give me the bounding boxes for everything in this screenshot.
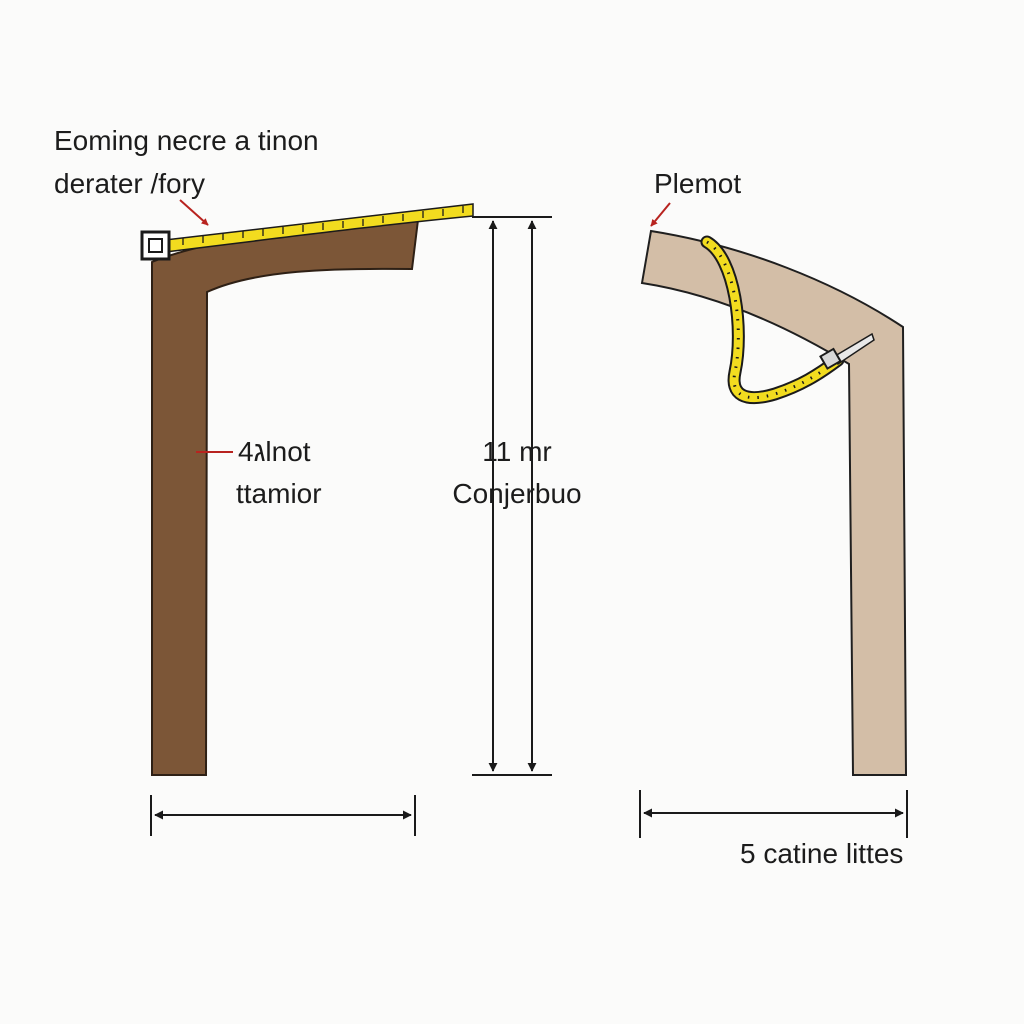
right-bent-piece [640,229,908,776]
horizontal-dimension-lines [150,790,908,838]
pointer-top-right [650,202,671,227]
label-top-right: Plemot [654,168,742,199]
pointer-top-left [179,199,209,226]
label-mid-center-line1: 11 mr [482,436,552,467]
label-top-left-line2: derater /fory [54,168,205,199]
tape-measure-left [140,203,474,261]
tape-ticks-left [182,206,464,245]
vertical-dimension-lines [472,216,552,776]
tape-measure-right [700,235,875,405]
label-bottom-right: 5 catine littes [740,838,904,869]
label-mid-center-line2: Conjerbuo [452,478,582,509]
label-mid-left-line2: ttamior [236,478,322,509]
tape-case-left [140,230,171,261]
label-mid-left-line1: 4ג‬lnot [238,436,311,467]
label-top-left-line1: Eoming necre a tinon [54,125,319,156]
